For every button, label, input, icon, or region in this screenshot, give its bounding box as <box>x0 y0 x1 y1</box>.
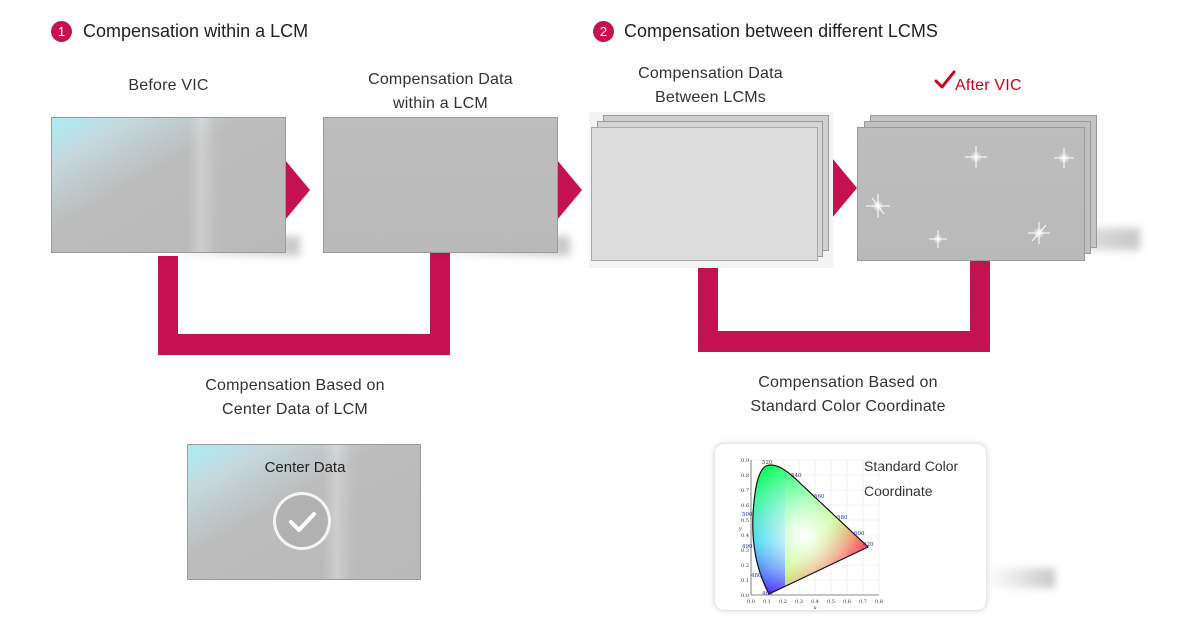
x-tick: 0.2 <box>779 599 787 605</box>
x-tick: 0.0 <box>747 599 755 605</box>
wl-480: 480 <box>751 573 762 579</box>
y-tick: 0.6 <box>741 503 749 509</box>
y-tick: 0.0 <box>741 593 749 599</box>
after-vic-label: After VIC <box>955 77 1022 94</box>
sparkle-icon <box>1054 148 1074 168</box>
x-tick: 0.8 <box>875 599 883 605</box>
standard-caption: Standard Color Coordinate <box>864 458 959 499</box>
x-tick: 0.5 <box>827 599 835 605</box>
comp-within-panel <box>323 117 558 253</box>
wl-540: 540 <box>791 473 802 479</box>
checkmark-icon <box>934 70 956 95</box>
center-data-label: Center Data <box>264 459 346 476</box>
section1-number-badge: 1 <box>51 21 72 42</box>
y-axis-label: y <box>738 526 742 532</box>
x-tick: 0.4 <box>811 599 819 605</box>
wl-490: 490 <box>742 544 753 550</box>
wl-580: 580 <box>837 515 848 521</box>
x-tick: 0.7 <box>859 599 867 605</box>
wl-560: 560 <box>814 494 825 500</box>
wl-620: 620 <box>863 542 874 548</box>
comp-based-standard-label: Compensation Based on Standard Color Coo… <box>750 374 946 415</box>
x-tick: 0.3 <box>795 599 803 605</box>
section2-title: Compensation between different LCMS <box>624 21 938 41</box>
before-vic-label: Before VIC <box>128 77 209 94</box>
arrow-right-3 <box>832 158 857 218</box>
comp-between-label: Compensation Data Between LCMs <box>638 65 783 106</box>
y-tick: 0.9 <box>741 458 749 464</box>
after-vic-panel <box>857 127 1085 261</box>
sparkle-icons <box>866 146 1074 248</box>
sparkle-icon <box>929 230 947 248</box>
section2-number-badge: 2 <box>593 21 614 42</box>
cie-shadow <box>985 568 1055 588</box>
check-icon <box>273 492 331 550</box>
comp-based-center-label: Compensation Based on Center Data of LCM <box>205 377 385 418</box>
wl-460: 460 <box>762 591 773 597</box>
comp-between-layer-front <box>591 127 818 261</box>
arrow-right-1 <box>285 160 310 220</box>
section1-title: Compensation within a LCM <box>83 21 309 41</box>
y-tick: 0.5 <box>741 518 749 524</box>
arrow-right-2 <box>557 160 582 220</box>
y-tick: 0.8 <box>741 473 749 479</box>
wl-520: 520 <box>762 460 773 466</box>
y-tick: 0.2 <box>741 563 749 569</box>
before-vic-panel <box>51 117 286 253</box>
y-tick: 0.3 <box>741 548 749 554</box>
wl-600: 600 <box>854 531 865 537</box>
x-tick: 0.6 <box>843 599 851 605</box>
comp-within-label: Compensation Data within a LCM <box>368 71 513 112</box>
cie-diagram: 520 540 560 580 600 620 500 490 480 460 … <box>738 458 883 610</box>
cie-chart-box: Standard Color Coordinate <box>714 443 987 611</box>
y-tick: 0.4 <box>741 533 749 539</box>
x-tick: 0.1 <box>763 599 771 605</box>
wl-500: 500 <box>742 512 753 518</box>
sparkle-icon <box>1028 222 1050 244</box>
y-tick: 0.7 <box>741 488 749 494</box>
y-tick: 0.1 <box>741 578 749 584</box>
x-axis-label: x <box>814 605 817 610</box>
sparkle-icon <box>866 194 890 218</box>
center-data-panel: Center Data <box>187 444 421 580</box>
sparkle-icon <box>965 146 987 168</box>
